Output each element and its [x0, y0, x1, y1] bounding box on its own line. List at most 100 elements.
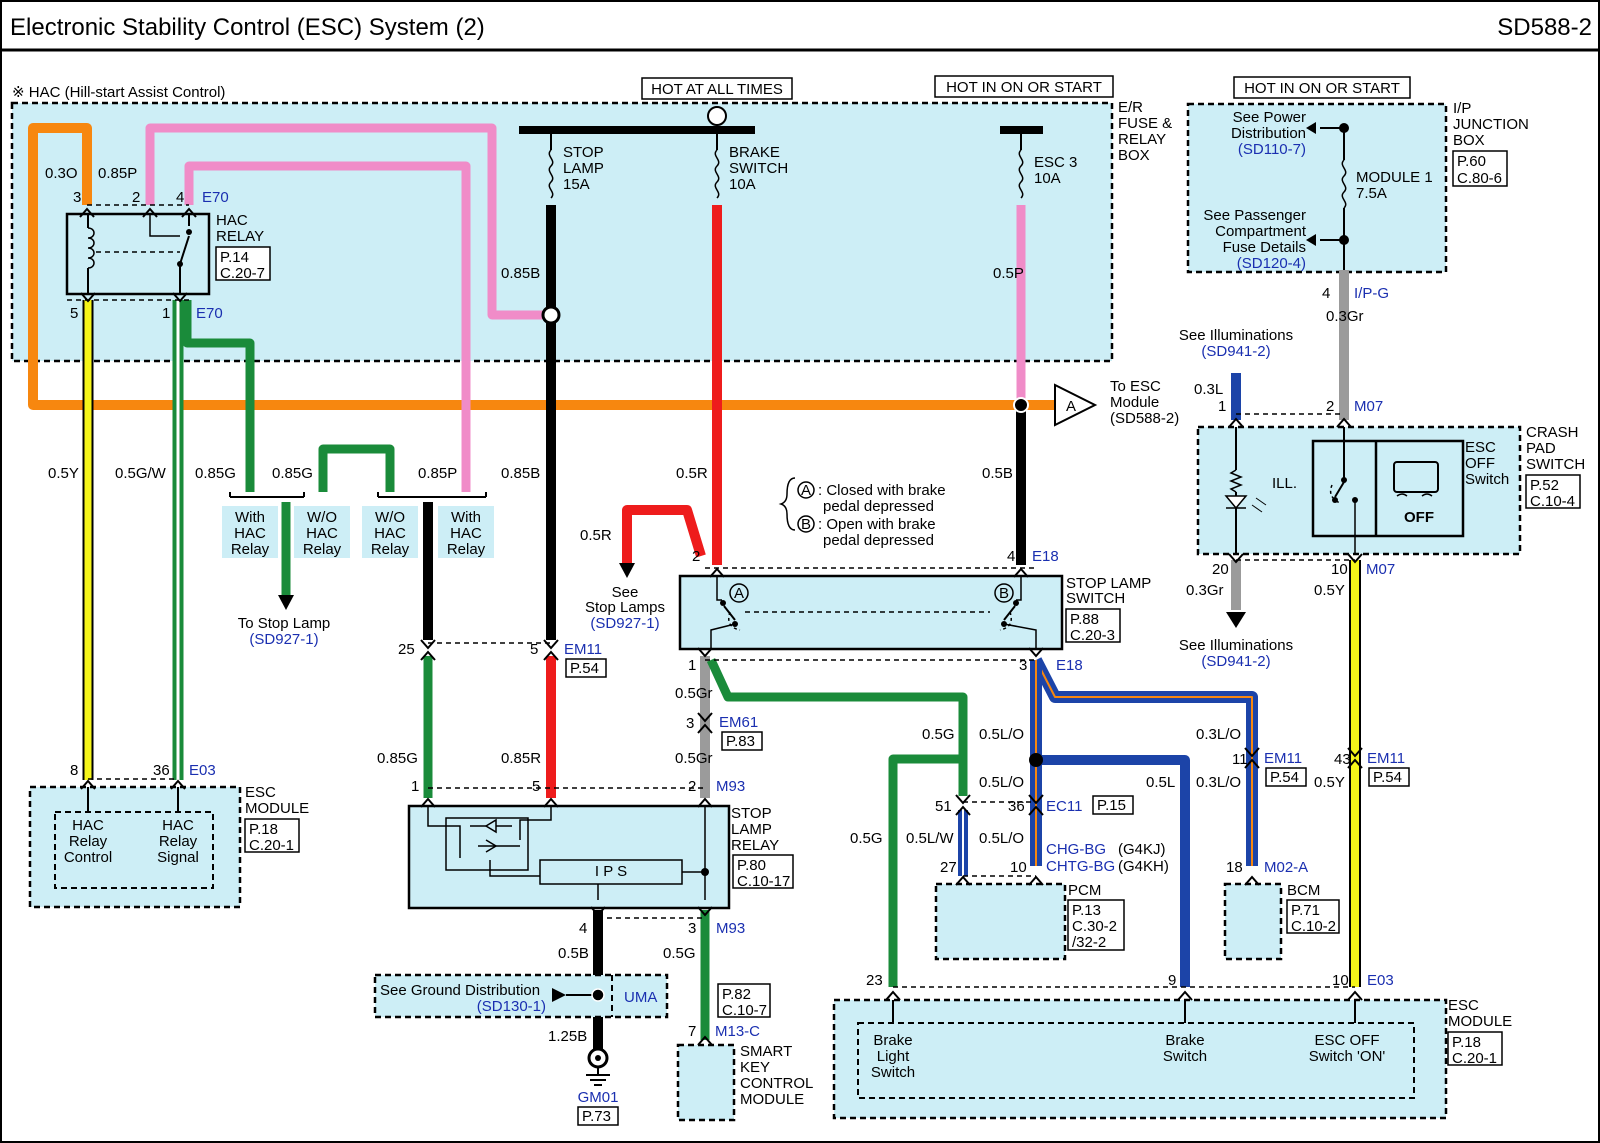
svg-text:A: A: [734, 585, 744, 602]
svg-text:RELAY: RELAY: [731, 837, 779, 854]
svg-text:I/P: I/P: [1453, 100, 1471, 117]
svg-text:BCM: BCM: [1287, 882, 1320, 899]
svg-text:0.5L/O: 0.5L/O: [979, 726, 1024, 743]
svg-text:0.85G: 0.85G: [377, 750, 418, 767]
svg-text:(G4KH): (G4KH): [1118, 858, 1169, 875]
svg-text:C.10-17: C.10-17: [737, 873, 790, 890]
svg-text:KEY: KEY: [740, 1059, 770, 1076]
svg-text:GM01: GM01: [578, 1089, 619, 1106]
svg-text:M13-C: M13-C: [715, 1023, 760, 1040]
ground-symbol: [586, 1047, 610, 1086]
svg-text:51: 51: [935, 798, 952, 815]
svg-text:2: 2: [132, 189, 140, 206]
svg-text:SMART: SMART: [740, 1043, 792, 1060]
svg-text:A: A: [801, 482, 811, 499]
svg-text:Relay: Relay: [231, 541, 270, 558]
svg-text:4: 4: [176, 189, 184, 206]
hot-in-on-start-2: HOT IN ON OR START: [1244, 80, 1400, 97]
svg-text:8: 8: [70, 762, 78, 779]
hac-note: ※ HAC (Hill-start Assist Control): [12, 84, 225, 101]
svg-text:0.3L/O: 0.3L/O: [1196, 726, 1241, 743]
svg-text:EC11: EC11: [1046, 798, 1082, 815]
svg-text:1: 1: [688, 657, 696, 674]
ground-ref-box: [373, 973, 669, 1019]
svg-text:Light: Light: [877, 1048, 910, 1065]
svg-text:0.85B: 0.85B: [501, 265, 540, 282]
svg-text:(SD941-2): (SD941-2): [1201, 653, 1270, 670]
svg-text:10: 10: [1332, 972, 1349, 989]
svg-text:(SD941-2): (SD941-2): [1201, 343, 1270, 360]
esc-off-icon: OFF: [1393, 461, 1439, 526]
svg-text:(SD588-2): (SD588-2): [1110, 410, 1179, 427]
svg-text:0.5G: 0.5G: [663, 945, 696, 962]
svg-text:0.5G/W: 0.5G/W: [115, 465, 167, 482]
svg-text:7.5A: 7.5A: [1356, 185, 1387, 202]
svg-text:W/O: W/O: [307, 509, 337, 526]
svg-text:Switch: Switch: [1163, 1048, 1207, 1065]
svg-text:(SD927-1): (SD927-1): [590, 615, 659, 632]
svg-text:10A: 10A: [1034, 170, 1061, 187]
svg-text:To ESC: To ESC: [1110, 378, 1161, 395]
svg-text:0.5Y: 0.5Y: [1314, 582, 1345, 599]
svg-text:(SD120-4): (SD120-4): [1237, 255, 1306, 272]
svg-text:RELAY: RELAY: [1118, 131, 1166, 148]
svg-text:Fuse Details: Fuse Details: [1223, 239, 1306, 256]
svg-text:Switch 'ON': Switch 'ON': [1309, 1048, 1386, 1065]
svg-text:SWITCH: SWITCH: [729, 160, 788, 177]
svg-text:Module: Module: [1110, 394, 1159, 411]
svg-text:0.3Gr: 0.3Gr: [1326, 308, 1364, 325]
esc-module-left: [28, 778, 242, 909]
hot-in-on-start-1: HOT IN ON OR START: [946, 79, 1102, 96]
svg-text:EM61: EM61: [719, 714, 758, 731]
svg-text:Relay: Relay: [371, 541, 410, 558]
svg-text:0.5Y: 0.5Y: [1314, 774, 1345, 791]
svg-text:5: 5: [530, 641, 538, 658]
svg-text:FUSE &: FUSE &: [1118, 115, 1172, 132]
wire-orange: [28, 123, 1055, 410]
svg-text:pedal depressed: pedal depressed: [823, 498, 934, 515]
svg-text:LAMP: LAMP: [731, 821, 772, 838]
svg-text:0.5Gr: 0.5Gr: [675, 750, 713, 767]
svg-text:3: 3: [688, 920, 696, 937]
svg-text:Relay: Relay: [159, 833, 198, 850]
svg-text:20: 20: [1212, 561, 1229, 578]
svg-text:M02-A: M02-A: [1264, 859, 1308, 876]
fuse-esc3: [1018, 130, 1024, 199]
fuse-brake-switch: [714, 130, 720, 199]
wire-pink-2: [184, 161, 471, 492]
svg-text:P.88: P.88: [1070, 611, 1099, 628]
svg-text:0.85B: 0.85B: [501, 465, 540, 482]
svg-text:CONTROL: CONTROL: [740, 1075, 813, 1092]
svg-text:2: 2: [692, 548, 700, 565]
wire-green-pcm: [706, 658, 968, 796]
svg-text:MODULE: MODULE: [1448, 1013, 1512, 1030]
svg-text:0.5L/O: 0.5L/O: [979, 774, 1024, 791]
svg-text:UMA: UMA: [624, 989, 657, 1006]
svg-text:PAD: PAD: [1526, 440, 1556, 457]
svg-text:LAMP: LAMP: [563, 160, 604, 177]
fuse-stop-lamp: [548, 130, 554, 199]
hot-at-all-times: HOT AT ALL TIMES: [651, 81, 783, 98]
svg-text:MODULE 1: MODULE 1: [1356, 169, 1433, 186]
svg-text:OFF: OFF: [1404, 509, 1434, 526]
stop-lamp-relay: [407, 787, 731, 919]
svg-text:P.60: P.60: [1457, 153, 1486, 170]
svg-text:11: 11: [1232, 751, 1248, 768]
smart-key-module: [676, 1043, 736, 1122]
svg-text:SWITCH: SWITCH: [1526, 456, 1585, 473]
svg-text:43: 43: [1334, 751, 1351, 768]
svg-text:P.54: P.54: [1373, 769, 1402, 786]
svg-text:C.10-7: C.10-7: [722, 1002, 767, 1019]
svg-text:HAC: HAC: [72, 817, 104, 834]
svg-text:P.83: P.83: [726, 733, 755, 750]
svg-text:0.85R: 0.85R: [501, 750, 541, 767]
svg-text:0.3Gr: 0.3Gr: [1186, 582, 1224, 599]
svg-text:36: 36: [153, 762, 170, 779]
ip-junction-box: [1186, 102, 1448, 274]
svg-text:(SD927-1): (SD927-1): [249, 631, 318, 648]
